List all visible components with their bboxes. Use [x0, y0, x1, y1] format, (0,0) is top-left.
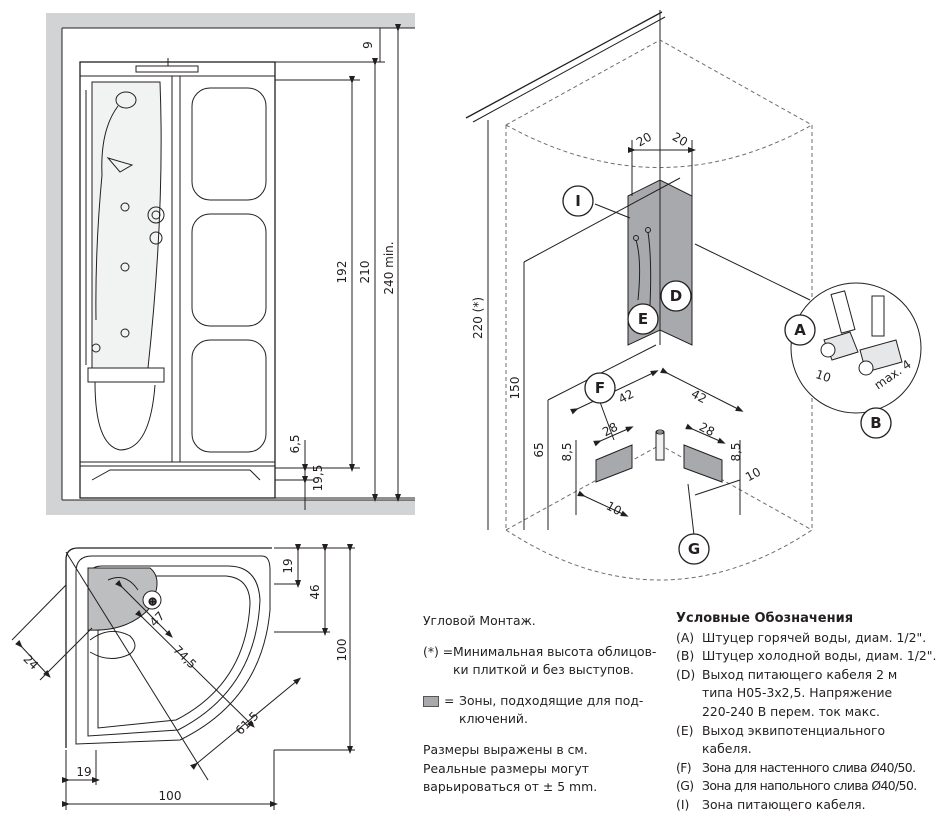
label-I: I: [575, 192, 581, 210]
units-line3: варьироваться от ± 5 mm.: [423, 779, 598, 795]
callout-letters: I D E A B F G: [575, 192, 882, 558]
zone-swatch: [423, 695, 439, 707]
label-F: F: [595, 379, 605, 397]
perspective-view: [465, 10, 922, 581]
asterisk-line2: ки плиткой и без выступов.: [453, 662, 634, 678]
perspective-dim-labels: 20 20 220 (*) 150 65 8,5 42 28 42 28 8,5…: [471, 130, 914, 519]
dim-plan-46: 46: [308, 584, 322, 599]
dim-192: 192: [335, 261, 349, 284]
legend-key-F: (F): [676, 759, 692, 775]
svg-text:⊕: ⊕: [148, 595, 157, 608]
dim-10-detail: 10: [814, 367, 833, 385]
dim-plan-19b: 19: [76, 765, 91, 779]
plan-dim-labels: 19 46 100 24 47 74,5 61,5 19 100: [20, 558, 349, 803]
elevation-view: [46, 13, 415, 515]
dim-10b: 10: [604, 499, 624, 519]
dim-10a: 10: [743, 465, 763, 485]
legend-text-D1: Выход питающего кабеля 2 м: [702, 666, 898, 682]
legend-title: Условные Обозначения: [676, 611, 854, 626]
asterisk-key: (*) =: [423, 643, 454, 659]
legend-text-D3: 220-240 В перем. ток макс.: [702, 703, 880, 719]
dim-6-5: 6,5: [288, 434, 302, 453]
legend-key-A: (A): [676, 629, 695, 645]
legend-key-D: (D): [676, 666, 696, 682]
legend-text-G: Зона для напольного слива Ø40/50.: [702, 778, 917, 794]
legend-key-B: (B): [676, 648, 695, 664]
legend-key-I: (I): [676, 796, 690, 812]
zone-key: =: [444, 692, 455, 708]
legend-block: Условные Обозначения (A) Штуцер горячей в…: [676, 610, 946, 815]
elevation-dim-labels: 9 192 210 240 min. 6,5 19,5: [288, 41, 396, 491]
dim-20b: 20: [670, 130, 690, 150]
dim-220: 220 (*): [471, 297, 485, 339]
label-E: E: [638, 310, 648, 328]
dim-plan-100a: 100: [335, 639, 349, 662]
legend-text-B: Штуцер холодной воды, диам. 1/2".: [702, 648, 937, 664]
legend-key-E: (E): [676, 722, 694, 738]
dim-19-5: 19,5: [311, 465, 325, 492]
dim-plan-47: 47: [147, 609, 168, 630]
dim-plan-24: 24: [20, 652, 41, 673]
units-line2: Реальные размеры могут: [423, 760, 589, 776]
legend-text-I: Зона питающего кабеля.: [702, 796, 866, 812]
units-line1: Размеры выражены в см.: [423, 741, 588, 757]
legend-text-E2: кабеля.: [702, 741, 752, 757]
notes-block: Угловой Монтаж. (*) =Минимальная высота …: [423, 612, 668, 797]
dim-plan-100b: 100: [159, 789, 182, 803]
dim-28a: 28: [600, 420, 620, 440]
label-A: A: [794, 321, 806, 339]
legend-text-A: Штуцер горячей воды, диам. 1/2".: [702, 629, 927, 645]
dim-42a: 42: [616, 387, 636, 407]
dim-150: 150: [508, 377, 522, 400]
plan-view: ⊕: [11, 544, 355, 810]
zone-line2: ключений.: [459, 711, 528, 727]
dim-65: 65: [532, 442, 546, 457]
callout-labels: [562, 185, 892, 565]
legend-text-F: Зона для настенного слива Ø40/50.: [702, 759, 916, 775]
label-B: B: [870, 414, 881, 432]
dim-8-5a: 8,5: [560, 442, 574, 461]
dim-plan-19a: 19: [281, 558, 295, 573]
dim-8-5b: 8,5: [729, 442, 743, 461]
dim-9: 9: [361, 41, 375, 49]
label-D: D: [670, 287, 682, 305]
dim-240min: 240 min.: [382, 241, 396, 294]
dim-20a: 20: [634, 130, 654, 150]
label-G: G: [688, 540, 700, 558]
legend-text-D2: типа H05-3x2,5. Напряжение: [702, 685, 893, 701]
dim-42b: 42: [689, 387, 709, 407]
dim-plan-74-5: 74,5: [170, 643, 199, 672]
zone-line1: Зоны, подходящие для под-: [459, 692, 644, 708]
dim-210: 210: [358, 261, 372, 284]
notes-title: Угловой Монтаж.: [423, 613, 536, 628]
asterisk-line1: Минимальная высота облицов-: [453, 643, 657, 659]
legend-key-G: (G): [676, 778, 694, 794]
legend-text-E1: Выход эквипотенциального: [702, 722, 886, 738]
dim-28b: 28: [697, 420, 717, 440]
